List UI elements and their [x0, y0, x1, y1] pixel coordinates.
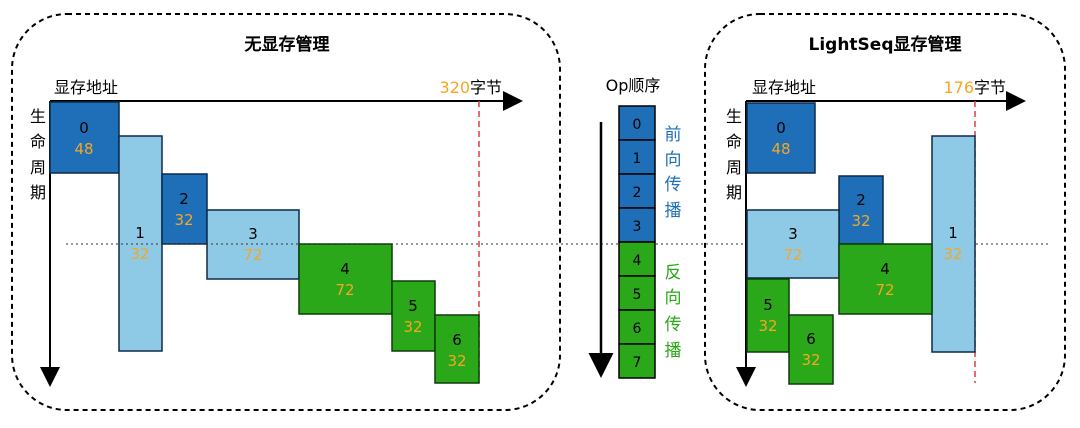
forward-label-1: 向 — [665, 150, 682, 170]
op-order-title: Op顺序 — [606, 76, 661, 95]
right-block-2-size: 32 — [851, 212, 870, 230]
forward-label-0: 前 — [665, 125, 682, 145]
right-x-axis-label: 显存地址 — [752, 78, 816, 97]
left-y-label-0: 生 — [30, 107, 46, 126]
right-block-1-size: 32 — [943, 245, 962, 263]
left-block-5-size: 32 — [403, 318, 422, 336]
left-block-2-id: 2 — [179, 190, 189, 208]
op-order-column: Op顺序 0 1 2 3 4 5 6 — [588, 76, 682, 379]
op-cell-3-label: 3 — [633, 219, 642, 235]
right-block-3-size: 72 — [783, 246, 802, 264]
right-block-3: 3 72 — [746, 209, 840, 279]
op-cell-2-label: 2 — [633, 185, 642, 201]
op-cell-1: 1 — [618, 139, 656, 175]
left-block-4-size: 72 — [335, 281, 354, 299]
right-block-6-size: 32 — [801, 351, 820, 369]
op-cell-6: 6 — [618, 309, 656, 345]
right-y-label-3: 期 — [726, 183, 742, 202]
left-block-6-size: 32 — [447, 352, 466, 370]
left-block-6-id: 6 — [452, 331, 462, 349]
forward-label-2: 传 — [665, 175, 682, 195]
left-block-1: 1 32 — [118, 135, 163, 352]
right-total-unit: 字节 — [974, 78, 1006, 97]
right-panel-title: LightSeq显存管理 — [809, 34, 962, 55]
right-panel-border — [704, 13, 1066, 411]
right-block-0: 0 48 — [746, 102, 816, 174]
backward-label-2: 传 — [665, 315, 682, 335]
right-block-5-size: 32 — [758, 317, 777, 335]
left-total-value: 320 — [439, 78, 470, 97]
left-block-6: 6 32 — [434, 314, 480, 384]
left-panel-border — [11, 13, 561, 411]
right-block-1-id: 1 — [948, 224, 958, 242]
right-block-2-id: 2 — [856, 191, 866, 209]
left-block-1-id: 1 — [135, 224, 145, 242]
op-cell-5: 5 — [618, 275, 656, 311]
left-total-unit: 字节 — [470, 78, 502, 97]
right-y-label-2: 周 — [726, 158, 742, 177]
left-y-label-3: 期 — [30, 183, 46, 202]
left-block-0-id: 0 — [79, 119, 89, 137]
left-block-2: 2 32 — [161, 173, 208, 245]
op-cell-0-label: 0 — [633, 117, 642, 133]
op-cell-1-label: 1 — [633, 151, 642, 167]
left-block-5: 5 32 — [391, 280, 436, 352]
backward-label-1: 向 — [665, 288, 682, 308]
left-block-3-id: 3 — [248, 225, 258, 243]
backward-label-3: 播 — [665, 341, 682, 361]
op-cell-5-label: 5 — [633, 287, 642, 303]
left-block-0-size: 48 — [74, 140, 93, 158]
right-block-0-size: 48 — [771, 140, 790, 158]
op-cell-0: 0 — [618, 105, 656, 141]
forward-label-3: 播 — [665, 201, 682, 221]
left-block-3-size: 72 — [243, 246, 262, 264]
left-y-label-2: 周 — [30, 158, 46, 177]
right-block-0-id: 0 — [776, 119, 786, 137]
right-block-2: 2 32 — [838, 175, 884, 245]
right-block-6-id: 6 — [806, 330, 816, 348]
right-block-6: 6 32 — [788, 314, 834, 385]
op-cell-4: 4 — [618, 241, 656, 277]
right-block-1: 1 32 — [931, 135, 976, 353]
right-panel: LightSeq显存管理 显存地址 176 字节 生 命 周 期 0 48 1 … — [704, 13, 1066, 411]
left-block-5-id: 5 — [408, 297, 418, 315]
op-cell-6-label: 6 — [633, 321, 642, 337]
backward-label-0: 反 — [665, 263, 682, 283]
left-block-2-size: 32 — [174, 211, 193, 229]
left-panel: 无显存管理 显存地址 320 字节 生 命 周 期 0 48 1 32 2 32 — [11, 13, 561, 411]
right-block-5-id: 5 — [763, 296, 773, 314]
op-cell-2: 2 — [618, 173, 656, 209]
left-block-4: 4 72 — [298, 243, 393, 315]
op-cell-4-label: 4 — [633, 253, 642, 269]
left-panel-title: 无显存管理 — [244, 34, 330, 55]
op-cell-7-label: 7 — [633, 355, 642, 371]
left-x-axis-label: 显存地址 — [54, 78, 118, 97]
right-y-label-0: 生 — [726, 107, 742, 126]
right-block-5: 5 32 — [746, 278, 790, 353]
right-block-4-size: 72 — [875, 281, 894, 299]
left-block-0: 0 48 — [49, 101, 120, 174]
left-y-label-1: 命 — [30, 132, 46, 151]
left-block-4-id: 4 — [340, 260, 350, 278]
right-block-3-id: 3 — [788, 225, 798, 243]
left-block-1-size: 32 — [130, 245, 149, 263]
right-y-label-1: 命 — [726, 132, 742, 151]
right-block-4: 4 72 — [838, 243, 933, 315]
right-total-value: 176 — [943, 78, 974, 97]
op-cell-3: 3 — [618, 207, 656, 243]
op-cell-7: 7 — [618, 343, 656, 379]
right-block-4-id: 4 — [880, 260, 890, 278]
